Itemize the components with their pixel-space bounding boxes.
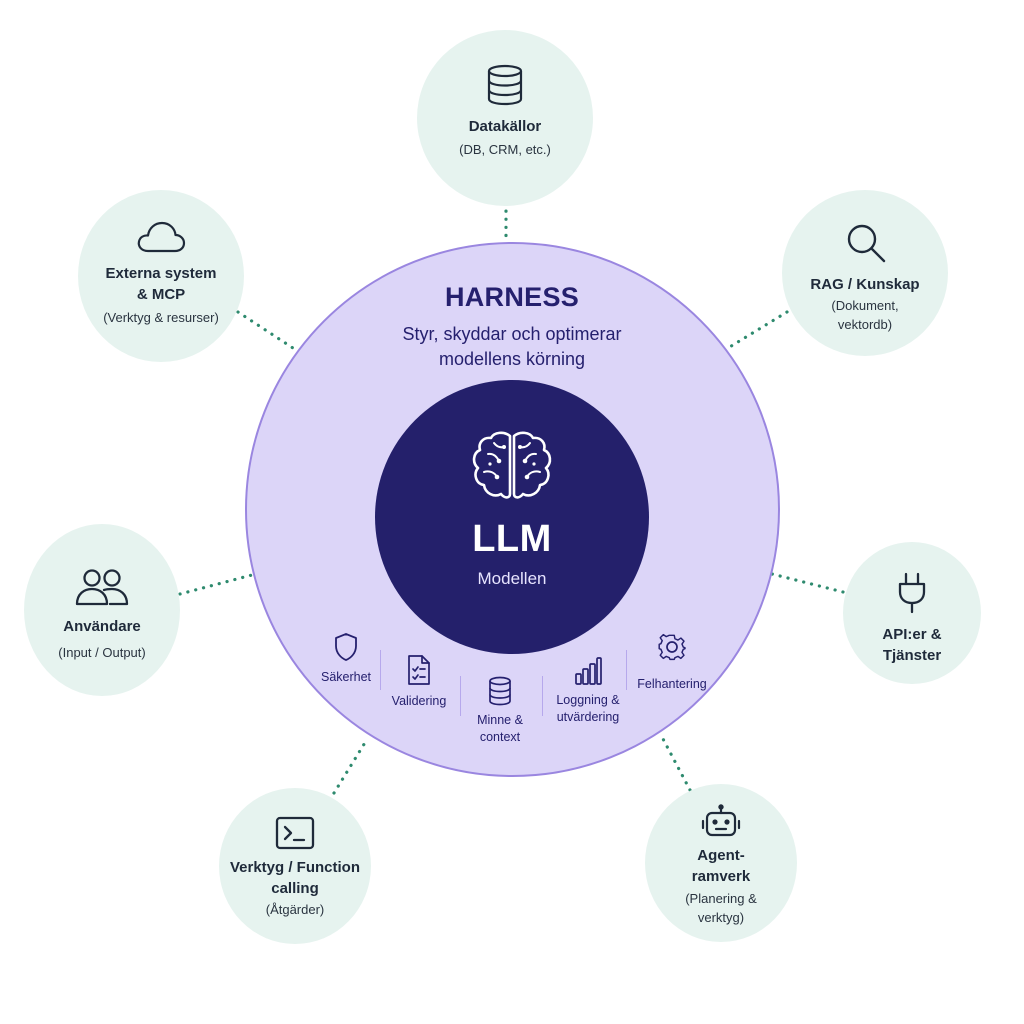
satellite-title-line1: Externa system (105, 265, 217, 282)
module-felhantering: Felhantering (630, 632, 714, 693)
satellite-title-line1: Verktyg / Function (229, 859, 361, 876)
terminal-icon (275, 816, 315, 850)
connector-agent (660, 735, 692, 792)
plug-icon (898, 572, 926, 614)
satellite-subtitle-line2: verktyg) (697, 910, 745, 925)
satellite-title-line2: & MCP (136, 286, 186, 303)
shield-icon (335, 633, 357, 661)
cloud-icon (137, 221, 186, 253)
connector-anvandare (178, 573, 254, 596)
gear-icon (658, 633, 686, 661)
harness-circle (245, 242, 780, 777)
satellite-externa: Externa system & MCP (Verktyg & resurser… (78, 190, 244, 362)
module-separator (380, 650, 381, 690)
satellite-subtitle: (Verktyg & resurser) (103, 310, 219, 325)
module-label: Felhantering (637, 677, 707, 691)
database-icon (489, 676, 511, 706)
module-label-line1: Loggning & (556, 693, 620, 707)
satellite-api: API:er & Tjänster (843, 542, 981, 684)
satellite-verktyg: Verktyg / Function calling (Åtgärder) (219, 788, 371, 944)
connector-verktyg (332, 739, 368, 795)
satellite-subtitle: (DB, CRM, etc.) (459, 142, 551, 157)
satellite-agent: Agent- ramverk (Planering & verktyg) (645, 784, 797, 942)
satellite-title-line2: Tjänster (882, 647, 942, 664)
satellite-title-line1: API:er & (882, 626, 942, 643)
module-separator (460, 676, 461, 716)
satellite-title-line1: Agent- (697, 847, 745, 864)
module-separator (626, 650, 627, 690)
harness-subtitle: Styr, skyddar och optimerar modellens kö… (362, 322, 662, 372)
bar-chart-icon (575, 657, 602, 685)
llm-core-circle (375, 380, 649, 654)
module-label-line1: Minne & (477, 713, 523, 727)
satellite-subtitle: (Input / Output) (58, 645, 146, 660)
robot-icon (701, 804, 741, 837)
module-label-line2: utvärdering (556, 710, 620, 724)
checklist-document-icon (408, 655, 430, 685)
harness-title: HARNESS (444, 282, 580, 312)
module-label-line2: context (479, 730, 521, 744)
harness-subtitle-line1: Styr, skyddar och optimerar (402, 324, 622, 344)
satellite-subtitle-line2: vektordb) (837, 317, 893, 332)
satellite-title: Datakällor (468, 118, 542, 135)
search-icon (847, 224, 886, 263)
satellite-anvandare: Användare (Input / Output) (24, 524, 180, 696)
satellite-subtitle: (Åtgärder) (265, 902, 325, 917)
satellite-rag: RAG / Kunskap (Dokument, vektordb) (782, 190, 948, 356)
satellite-subtitle-line1: (Dokument, (831, 298, 899, 313)
satellite-subtitle-line1: (Planering & (685, 891, 757, 906)
module-label: Validering (391, 694, 447, 708)
satellite-title: RAG / Kunskap (810, 276, 920, 293)
connector-api (770, 572, 845, 594)
module-separator (542, 676, 543, 716)
llm-subtitle: Modellen (477, 569, 547, 588)
module-label: Minne & context (464, 712, 536, 746)
connector-externa (236, 310, 298, 352)
module-label: Loggning & utvärdering (548, 692, 628, 726)
harness-subtitle-line2: modellens körning (438, 349, 586, 369)
brain-icon (472, 431, 552, 499)
satellite-title-line2: ramverk (691, 868, 751, 885)
satellite-title-line2: calling (271, 880, 319, 897)
module-validering: Validering (382, 654, 456, 710)
database-icon (487, 64, 523, 106)
satellite-title: Användare (63, 618, 141, 635)
module-minne-context: Minne & context (464, 676, 536, 746)
connector-rag (726, 310, 789, 350)
users-icon (75, 569, 129, 606)
module-label: Säkerhet (320, 670, 372, 684)
llm-title: LLM (472, 518, 552, 560)
module-sakerhet: Säkerhet (312, 632, 380, 686)
satellite-datakallor: Datakällor (DB, CRM, etc.) (417, 30, 593, 206)
module-loggning: Loggning & utvärdering (548, 656, 628, 726)
